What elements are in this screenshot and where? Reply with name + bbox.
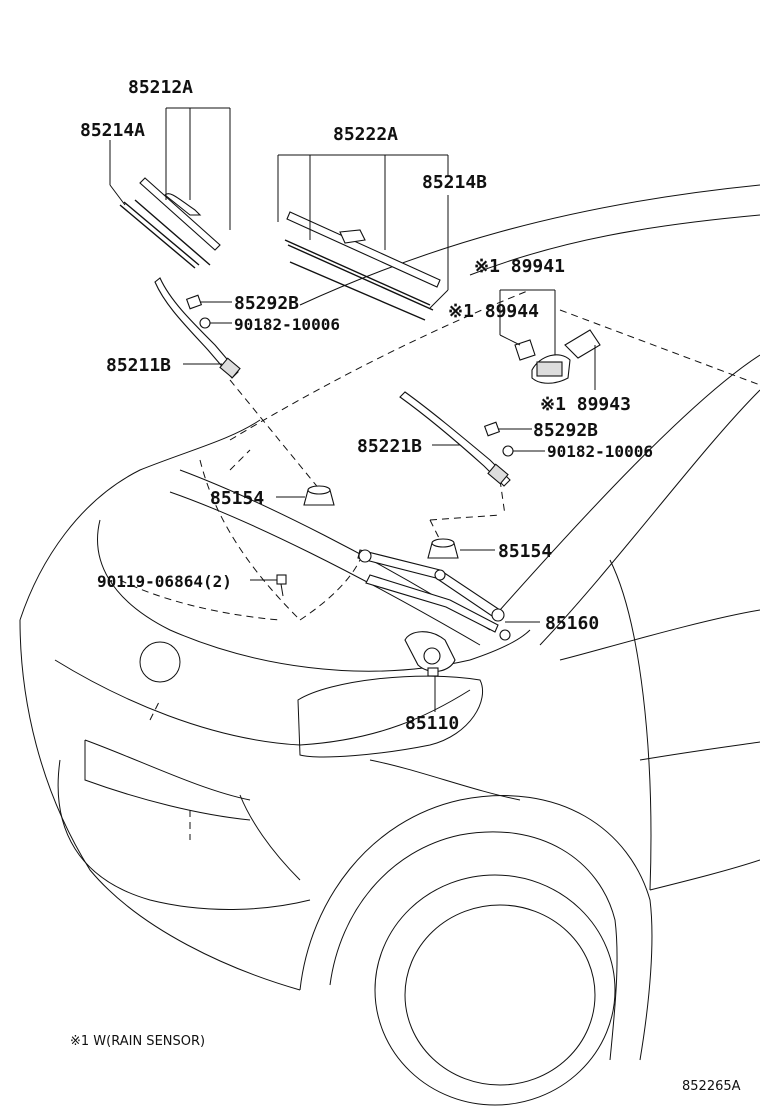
label-85214A: 85214A bbox=[80, 120, 145, 141]
label-85154-left: 85154 bbox=[210, 488, 264, 509]
figure-code: 852265A bbox=[682, 1079, 741, 1094]
label-85154-right: 85154 bbox=[498, 541, 552, 562]
footnote-rain-sensor: ※1 W(RAIN SENSOR) bbox=[70, 1034, 205, 1049]
bolt bbox=[276, 574, 287, 597]
link-assembly bbox=[357, 549, 511, 641]
motor bbox=[404, 631, 456, 677]
label-85222A: 85222A bbox=[333, 124, 398, 145]
label-85212A: 85212A bbox=[128, 77, 193, 98]
arm-right bbox=[399, 391, 511, 487]
pivot-caps bbox=[303, 485, 459, 559]
arm-left bbox=[154, 277, 241, 379]
label-85211B: 85211B bbox=[106, 355, 171, 376]
part-labels: 85212A 85214A 85222A 85214B ※1 89941 ※1 … bbox=[80, 77, 653, 734]
label-90182-left: 90182-10006 bbox=[234, 315, 340, 334]
label-85292B-right: 85292B bbox=[533, 420, 598, 441]
label-89944: ※1 89944 bbox=[448, 301, 539, 322]
blade-left bbox=[119, 177, 221, 269]
dashed-guides bbox=[119, 289, 760, 840]
label-85292B-left: 85292B bbox=[234, 293, 299, 314]
label-90119: 90119-06864(2) bbox=[97, 572, 232, 591]
car-body-outline bbox=[19, 184, 760, 1106]
blade-right bbox=[284, 211, 441, 321]
rain-sensor-parts bbox=[514, 329, 601, 384]
caps-nuts bbox=[185, 294, 514, 457]
label-85160: 85160 bbox=[545, 613, 599, 634]
label-85110: 85110 bbox=[405, 713, 459, 734]
label-85214B: 85214B bbox=[422, 172, 487, 193]
label-90182-right: 90182-10006 bbox=[547, 442, 653, 461]
leader-lines bbox=[109, 107, 596, 712]
label-85221B: 85221B bbox=[357, 436, 422, 457]
label-89941: ※1 89941 bbox=[474, 256, 565, 277]
label-89943: ※1 89943 bbox=[540, 394, 631, 415]
